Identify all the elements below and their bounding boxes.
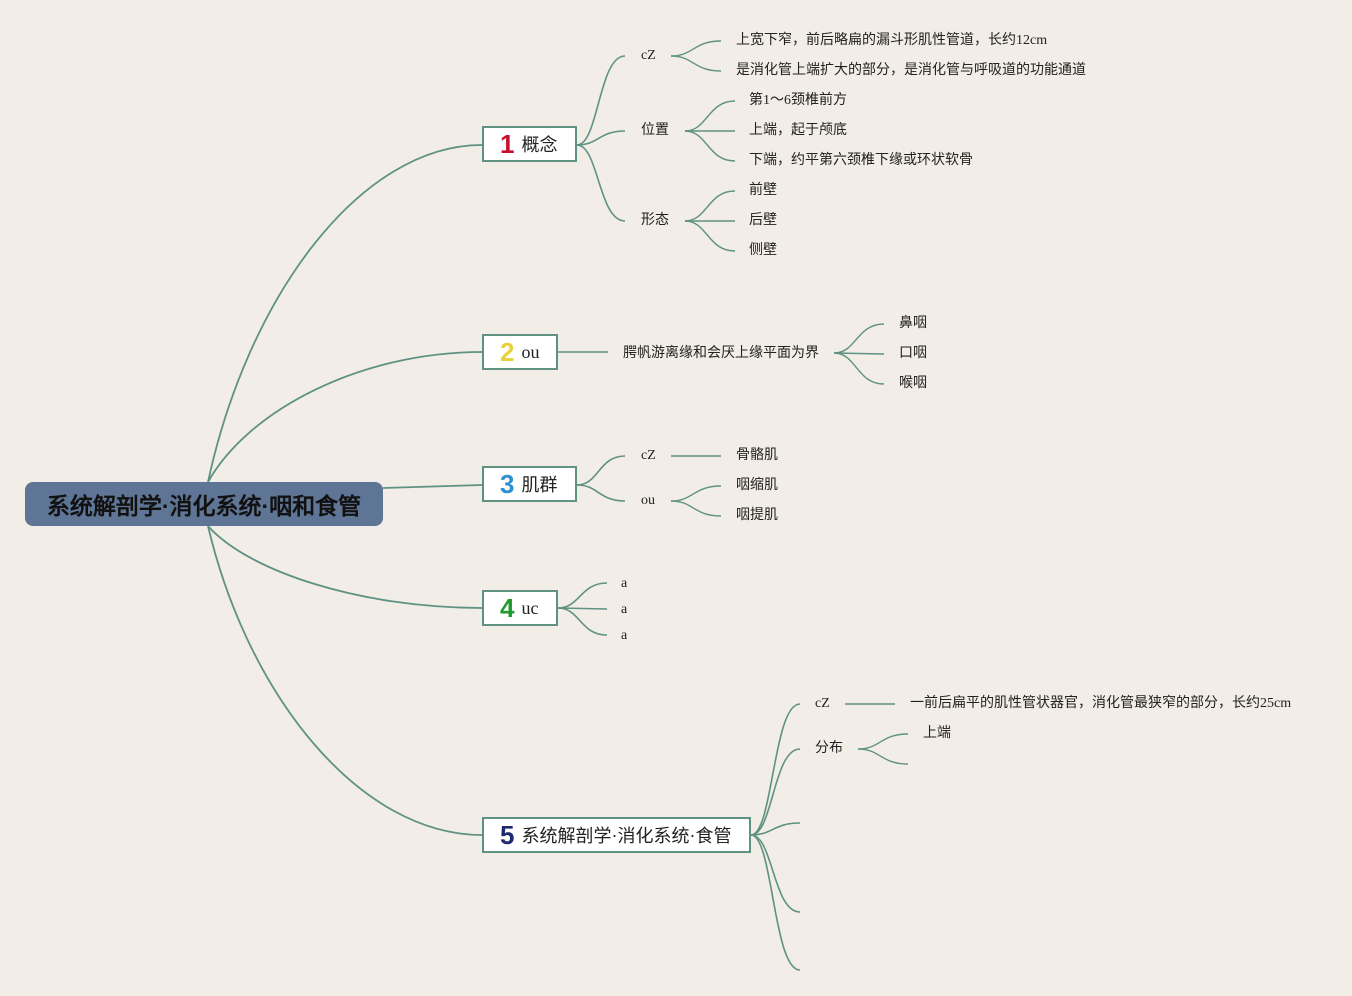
branch-3-label: 肌群 xyxy=(521,475,558,495)
edge-b5-distribution xyxy=(750,748,801,836)
edge-b5-dist-2 xyxy=(857,748,909,765)
edge-b1-shape xyxy=(576,144,626,222)
b3-ou-leaf-1[interactable]: 咽缩肌 xyxy=(736,478,778,493)
branch-1-number: 1 xyxy=(500,129,515,159)
b4-sub-a-1[interactable]: a xyxy=(621,576,628,591)
edge-b3-ou xyxy=(576,484,626,502)
edge-b4-a-1 xyxy=(557,582,608,609)
b1-position-leaf-3[interactable]: 下端，约平第六颈椎下缘或环状软骨 xyxy=(749,153,973,168)
branch-4-topic[interactable]: 4 uc xyxy=(482,590,558,626)
edge-b5-cz xyxy=(750,703,801,836)
edge-b4-a-3 xyxy=(557,607,608,636)
b3-sub-cz[interactable]: cZ xyxy=(641,448,656,463)
branch-5-number: 5 xyxy=(500,820,515,850)
edge-b3-ou-1 xyxy=(670,485,722,502)
b3-ou-leaf-2[interactable]: 咽提肌 xyxy=(736,508,778,523)
branch-2-number: 2 xyxy=(500,337,515,367)
b3-cz-leaf-1[interactable]: 骨骼肌 xyxy=(736,448,778,463)
edge-root-b1 xyxy=(207,144,483,483)
b1-position-leaf-2[interactable]: 上端，起于颅底 xyxy=(749,123,847,138)
edge-b5-empty-3 xyxy=(750,834,801,971)
b1-shape-leaf-1[interactable]: 前壁 xyxy=(749,183,777,198)
edge-root-b3 xyxy=(382,484,483,489)
b5-sub-cz[interactable]: cZ xyxy=(815,696,830,711)
branch-1-topic[interactable]: 1 概念 xyxy=(482,126,577,162)
edge-b2-leaf-1 xyxy=(833,323,885,354)
b1-cz-leaf-2[interactable]: 是消化管上端扩大的部分，是消化管与呼吸道的功能通道 xyxy=(736,63,1086,78)
edge-b5-empty-2 xyxy=(750,834,801,913)
edge-root-b2 xyxy=(207,351,483,483)
edge-root-b4 xyxy=(207,525,483,609)
b1-shape-leaf-2[interactable]: 后壁 xyxy=(749,213,777,228)
edge-b4-a-2 xyxy=(557,607,608,610)
branch-4-number: 4 xyxy=(500,593,515,623)
b2-sub-boundary[interactable]: 腭帆游离缘和会厌上缘平面为界 xyxy=(623,346,819,361)
edge-b1-cz xyxy=(576,55,626,146)
b2-leaf-nasopharynx[interactable]: 鼻咽 xyxy=(899,316,927,331)
b1-sub-position[interactable]: 位置 xyxy=(641,123,669,138)
edge-root-b5 xyxy=(207,525,483,836)
edge-b1-cz-2 xyxy=(670,55,722,72)
b2-leaf-oropharynx[interactable]: 口咽 xyxy=(899,346,927,361)
edge-b2-leaf-2 xyxy=(833,352,885,355)
root-topic[interactable]: 系统解剖学·消化系统·咽和食管 xyxy=(25,482,383,526)
b1-cz-leaf-1[interactable]: 上宽下窄，前后略扁的漏斗形肌性管道，长约12cm xyxy=(736,33,1048,48)
edge-b1-position xyxy=(576,130,626,146)
b1-sub-shape[interactable]: 形态 xyxy=(641,213,669,228)
branch-1-label: 概念 xyxy=(521,135,558,155)
edge-b3-cz xyxy=(576,455,626,486)
edge-b1-pos-1 xyxy=(684,100,736,132)
b1-shape-leaf-3[interactable]: 侧壁 xyxy=(749,243,777,258)
b2-leaf-laryngopharynx[interactable]: 喉咽 xyxy=(899,376,927,391)
branch-3-number: 3 xyxy=(500,469,515,499)
b1-sub-cz[interactable]: cZ xyxy=(641,48,656,63)
edge-b1-cz-1 xyxy=(670,40,722,57)
branch-5-label: 系统解剖学·消化系统·食管 xyxy=(521,826,732,846)
b5-sub-distribution[interactable]: 分布 xyxy=(815,741,843,756)
b4-sub-a-2[interactable]: a xyxy=(621,602,628,617)
b1-position-leaf-1[interactable]: 第1～6颈椎前方 xyxy=(749,93,847,108)
b5-cz-leaf-1[interactable]: 一前后扁平的肌性管状器官，消化管最狭窄的部分，长约25cm xyxy=(910,696,1292,711)
branch-2-topic[interactable]: 2 ou xyxy=(482,334,558,370)
branch-4-label: uc xyxy=(521,597,539,618)
edge-b1-shape-3 xyxy=(684,220,736,252)
edge-b1-pos-3 xyxy=(684,130,736,162)
edge-b5-dist-1 xyxy=(857,733,909,750)
edge-b2-leaf-3 xyxy=(833,352,885,385)
b5-distribution-leaf-1[interactable]: 上端 xyxy=(923,726,951,741)
branch-3-topic[interactable]: 3 肌群 xyxy=(482,466,577,502)
branch-5-topic[interactable]: 5 系统解剖学·消化系统·食管 xyxy=(482,817,751,853)
b4-sub-a-3[interactable]: a xyxy=(621,628,628,643)
b3-sub-ou[interactable]: ou xyxy=(641,493,655,508)
edge-b5-empty-1 xyxy=(750,822,801,836)
branch-2-label: ou xyxy=(521,341,540,362)
edge-b3-ou-2 xyxy=(670,500,722,517)
edge-b1-shape-1 xyxy=(684,190,736,222)
